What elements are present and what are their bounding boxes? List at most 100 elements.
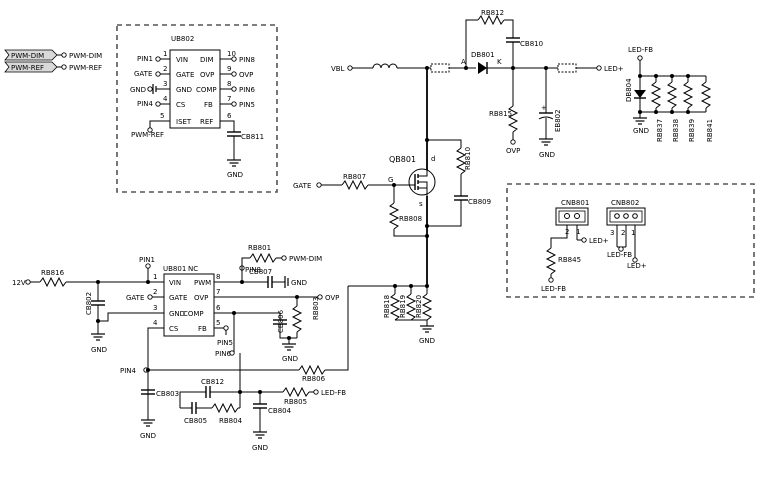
mosfet-stage: RB810 CB809 QB801 d s GATE RB807 G RB808 bbox=[293, 68, 491, 286]
connector-block: CNB801 2 1 LED+ RB845 LED-FB CNB802 3 2 … bbox=[506, 183, 755, 298]
ub801-pin4-num: 4 bbox=[153, 319, 158, 327]
ub801-nc: NC bbox=[188, 265, 198, 273]
ub802-pin4-net: PIN4 bbox=[137, 100, 154, 108]
rb819-label: RB819 bbox=[399, 295, 407, 318]
ub802-pin2-net: GATE bbox=[134, 70, 152, 78]
rb816-label: RB816 bbox=[41, 269, 65, 277]
cnb801-led-fb: LED-FB bbox=[541, 285, 566, 293]
ub802-pin1-name: VIN bbox=[176, 56, 188, 64]
pwm-ref-net: PWM-REF bbox=[69, 64, 102, 72]
lb801-inductor bbox=[372, 63, 398, 69]
rb805-led-fb: LED-FB bbox=[321, 389, 346, 397]
cb804-gnd: GND bbox=[252, 444, 268, 452]
rb841-label: RB841 bbox=[706, 119, 714, 142]
cb803-gnd: GND bbox=[140, 432, 156, 440]
ub802-pin7-name: FB bbox=[204, 101, 213, 109]
rb801-label: RB801 bbox=[248, 244, 271, 252]
cb807-label: CB807 bbox=[249, 268, 272, 276]
ub801-pin8-name: PWM bbox=[194, 279, 211, 287]
pwm-ports: PWM-DIM PWM-DIM PWM-REF PWM-REF bbox=[4, 49, 102, 73]
boost-ovp-net: OVP bbox=[506, 147, 520, 155]
ub801-pin6-num: 6 bbox=[216, 304, 221, 312]
ub801-pin4-name: CS bbox=[169, 325, 179, 333]
cnb802-pin1: 1 bbox=[631, 229, 635, 237]
ub802-pin10-net: PIN8 bbox=[239, 56, 255, 64]
ub801-pin1-net: PIN1 bbox=[139, 256, 155, 264]
cb809-label: CB809 bbox=[468, 198, 491, 206]
ub801-pin7-name: OVP bbox=[194, 294, 208, 302]
eb802-label: EB802 bbox=[554, 109, 562, 132]
ub801-pin2-name: GATE bbox=[169, 294, 187, 302]
eb802-gnd: GND bbox=[539, 151, 555, 159]
cb804-label: CB804 bbox=[268, 407, 292, 415]
ub802-pin3-name: GND bbox=[176, 86, 192, 94]
rb804-label: RB804 bbox=[219, 417, 243, 425]
ub801-pin5-num: 5 bbox=[216, 319, 220, 327]
ub802-pin6-name: REF bbox=[200, 118, 213, 126]
ub802-gnd-label: GND bbox=[227, 171, 243, 179]
ub802-pin7-net: PIN5 bbox=[239, 101, 255, 109]
sense-gnd: GND bbox=[419, 337, 435, 345]
ub801-pin8-net: PIN8 bbox=[245, 266, 261, 274]
db804-label: DB804 bbox=[625, 78, 633, 102]
bank-led-fb-net: LED-FB bbox=[628, 46, 653, 54]
rb812-label: RB812 bbox=[481, 9, 504, 17]
ub801-ovp-net: OVP bbox=[325, 294, 339, 302]
ub802-pin4-name: CS bbox=[176, 101, 186, 109]
ub802-pin4-num: 4 bbox=[163, 95, 168, 103]
ub802-pin3-net: GND bbox=[130, 86, 146, 94]
bank-gnd: GND bbox=[633, 127, 649, 135]
ub802-pin6-num: 6 bbox=[227, 112, 232, 120]
ub802-pin2-num: 2 bbox=[163, 65, 167, 73]
pwm-dim-net: PWM-DIM bbox=[69, 52, 102, 60]
rb807-label: RB807 bbox=[343, 173, 366, 181]
rb838-label: RB838 bbox=[672, 119, 680, 142]
rb805-label: RB805 bbox=[284, 398, 307, 406]
db801-k-label: K bbox=[497, 58, 502, 66]
ub802-pin3-num: 3 bbox=[163, 80, 167, 88]
cb803-label: CB803 bbox=[156, 390, 179, 398]
rb815-label: RB815 bbox=[489, 110, 512, 118]
pwm-dim-port-label: PWM-DIM bbox=[11, 52, 44, 60]
qb801-d-mark: d bbox=[431, 155, 435, 163]
cb807-gnd: GND bbox=[291, 279, 307, 287]
bb802-bead bbox=[557, 63, 577, 73]
ub802-left-pins: PIN1 1 VIN GATE 2 GATE GND 3 GND PIN4 4 … bbox=[130, 50, 194, 139]
rb810-label: RB810 bbox=[464, 147, 472, 170]
eb802-plus: + bbox=[541, 104, 547, 112]
rb803-label: RB803 bbox=[312, 297, 320, 320]
cnb802-led-plus: LED+ bbox=[627, 262, 647, 270]
ub801-pin6-name: COMP bbox=[183, 310, 204, 318]
ub801-pin6-net: PIN6 bbox=[215, 350, 232, 358]
qb801-s-mark: s bbox=[419, 200, 423, 208]
qb801-label: QB801 bbox=[389, 155, 416, 164]
cb806-label: CB806 bbox=[277, 309, 285, 333]
ub802-pin10-num: 10 bbox=[227, 50, 236, 58]
ub801-pin8-num: 8 bbox=[216, 273, 220, 281]
ub802-pin5-name: ISET bbox=[176, 118, 192, 126]
cnb801-label: CNB801 bbox=[561, 199, 589, 207]
ub802-pin8-name: COMP bbox=[196, 86, 217, 94]
ub802-right-pins: 10 DIM PIN8 9 OVP OVP 8 COMP PIN6 7 FB P… bbox=[196, 50, 264, 179]
ub801-pin1-num: 1 bbox=[153, 273, 157, 281]
cnb802-pin3: 3 bbox=[610, 229, 614, 237]
ub802-pin5-net: PWM-REF bbox=[131, 131, 164, 139]
boost-led-plus-net: LED+ bbox=[604, 65, 624, 73]
rb845-label: RB845 bbox=[558, 256, 581, 264]
ub802-pin9-net: OVP bbox=[239, 71, 253, 79]
ub802-pin1-num: 1 bbox=[163, 50, 167, 58]
cb810-label: CB810 bbox=[520, 40, 543, 48]
rb820-label: RB820 bbox=[415, 295, 423, 318]
sense-resistors: GND RB818 RB819 RB820 bbox=[325, 284, 435, 371]
ub801-chip bbox=[163, 273, 215, 337]
bb801-bead bbox=[430, 63, 450, 73]
pwm-dim-port bbox=[4, 49, 58, 61]
ub801-pin2-num: 2 bbox=[153, 288, 157, 296]
cnb802-label: CNB802 bbox=[611, 199, 639, 207]
vbl-net: VBL bbox=[331, 65, 345, 73]
cb811-label: CB811 bbox=[241, 133, 264, 141]
ub802-pin8-net: PIN6 bbox=[239, 86, 256, 94]
ub802-block: UB802 PIN1 1 VIN GATE 2 GATE GND 3 GND P… bbox=[116, 24, 278, 193]
db804-diode bbox=[634, 90, 646, 98]
